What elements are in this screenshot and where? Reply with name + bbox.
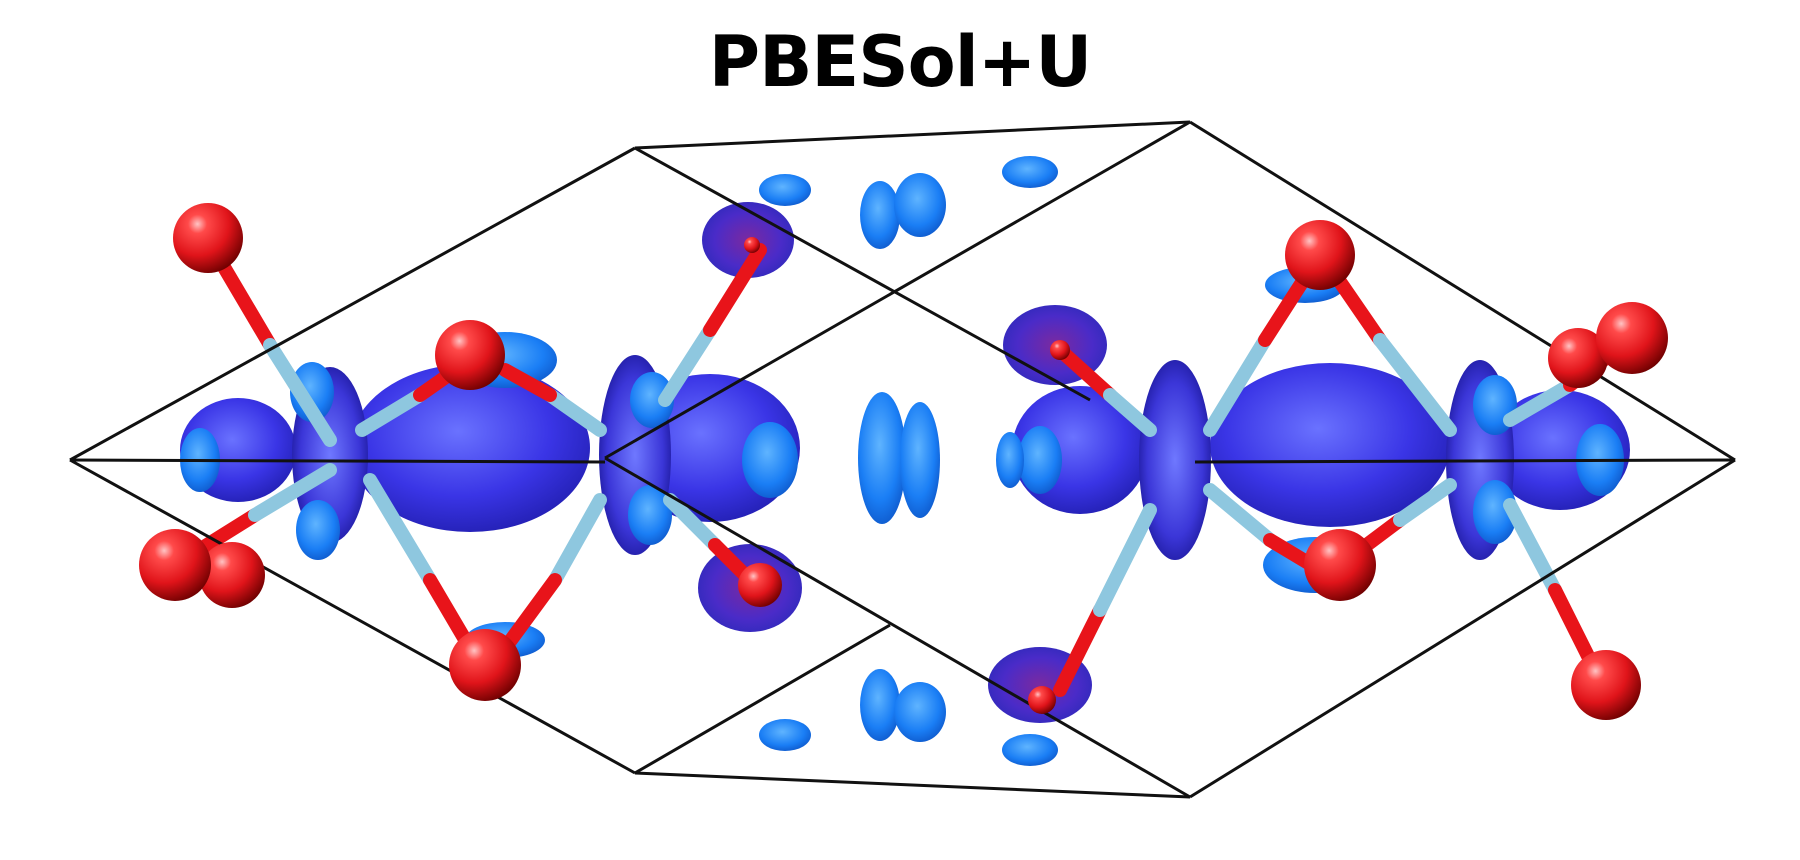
isosurface-lobe-light	[630, 372, 674, 428]
bond	[1053, 603, 1107, 697]
bond	[663, 493, 722, 552]
bond	[1203, 483, 1277, 547]
isosurface-lobe-light	[1473, 480, 1517, 544]
isosurface-ring	[1139, 360, 1211, 560]
cell-edge	[1189, 458, 1736, 799]
bond	[263, 338, 337, 447]
isosurface-lobe-light	[860, 669, 900, 741]
oxygen-atom	[738, 563, 782, 607]
bond	[703, 243, 767, 337]
isosurface-lobe-light	[858, 392, 906, 524]
isosurface-lobe	[1210, 363, 1450, 527]
cell-edge	[1194, 458, 1736, 464]
bond	[1103, 388, 1157, 437]
isosurface-lobe-light	[1002, 734, 1058, 766]
isosurface-lobe-light	[996, 432, 1024, 488]
bond	[1503, 378, 1577, 427]
isosurface-lobe-light	[894, 682, 946, 742]
isosurface-lobe-light	[296, 500, 340, 560]
oxygen-atom	[1548, 328, 1608, 388]
bond	[355, 388, 427, 437]
oxygen-atom	[139, 529, 211, 601]
bond	[1053, 343, 1117, 402]
cell-edge	[604, 120, 1191, 460]
isosurface-lobe-light	[759, 719, 811, 751]
oxygen-atom	[1596, 302, 1668, 374]
isosurface-lobe-light	[1002, 156, 1058, 188]
bond	[498, 363, 557, 402]
bond	[1203, 333, 1272, 437]
oxygen-atom	[449, 629, 521, 701]
oxygen-atom	[1028, 686, 1056, 714]
oxygen-atom	[1304, 529, 1376, 601]
oxygen-atom	[744, 237, 760, 253]
oxygen-atom	[173, 203, 243, 273]
bond	[248, 463, 337, 522]
isosurface-lobe-light	[894, 173, 946, 237]
bond	[1373, 333, 1457, 437]
isosurface-lobe-light	[759, 174, 811, 206]
figure-title: PBESol+U	[708, 21, 1092, 103]
bond	[363, 473, 437, 587]
cell-edge	[1189, 120, 1736, 462]
oxygen-atom	[1050, 340, 1070, 360]
isosurface-lobe-light	[628, 485, 672, 545]
cell-edge	[634, 771, 1191, 799]
cell-edge	[69, 458, 636, 775]
isosurface-lobe-light	[900, 402, 940, 518]
unit-cell-edges	[69, 120, 1736, 799]
oxygen-atom	[1571, 650, 1641, 720]
cell-edge	[634, 146, 1091, 402]
bond	[1503, 498, 1562, 597]
oxygen-atom	[435, 320, 505, 390]
bond	[1093, 503, 1157, 617]
isosurface-lobe-light	[860, 181, 900, 249]
isosurface-lobe-light	[1018, 426, 1062, 494]
bond	[658, 323, 717, 407]
isosurface-lobe-light	[742, 422, 798, 498]
cell-edge	[634, 623, 891, 775]
oxygen-atom	[199, 542, 265, 608]
bond	[1393, 478, 1457, 527]
oxygen-atom-group	[139, 203, 1668, 720]
oxygen-atom	[1285, 220, 1355, 290]
bond	[548, 493, 607, 587]
cell-edge	[69, 458, 606, 464]
cell-edge	[634, 120, 1191, 150]
cell-edge	[604, 456, 1191, 799]
cell-edge	[69, 146, 636, 462]
bond	[543, 388, 607, 437]
